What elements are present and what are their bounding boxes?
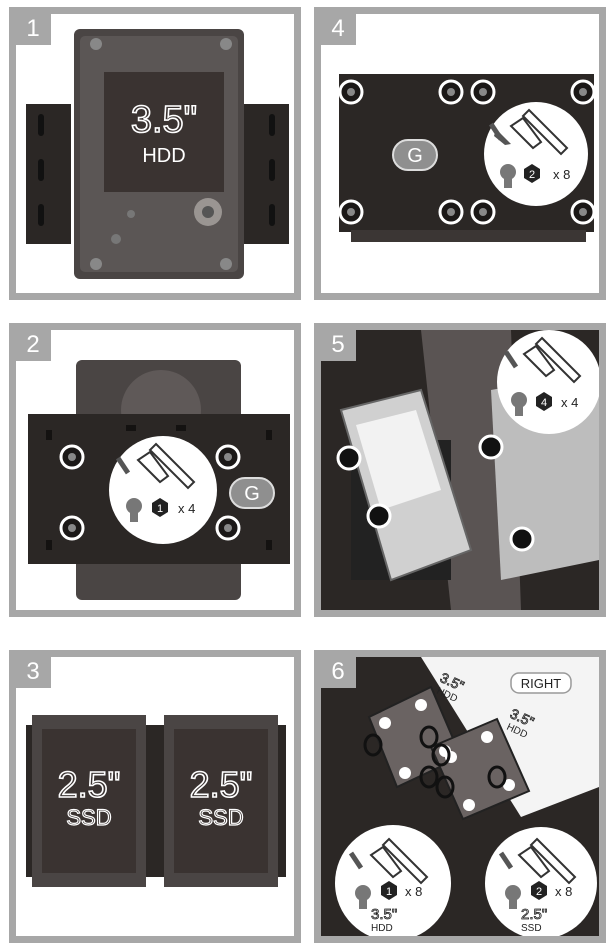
case-install-illustration: 4 x 4 bbox=[321, 330, 599, 610]
right-label-box bbox=[510, 672, 572, 694]
ssd-right-size: 2.5" bbox=[190, 764, 253, 805]
callout-hdd-type: HDD bbox=[371, 923, 393, 934]
ssd-plate-right bbox=[429, 717, 531, 821]
screw-type-badge-hdd bbox=[381, 881, 397, 900]
screw-g-text: G bbox=[407, 145, 423, 167]
screw-icon-ssd bbox=[505, 885, 521, 909]
screw-markers bbox=[363, 725, 507, 799]
screw-type-badge-ssd bbox=[531, 881, 547, 900]
screwdriver-icon-ssd bbox=[498, 837, 577, 885]
screw-type-number-hdd: 1 bbox=[386, 886, 392, 898]
screw-icon bbox=[500, 164, 516, 188]
ssd-left-type: SSD bbox=[66, 805, 111, 830]
step-4-panel: 4 G 2 x bbox=[314, 7, 606, 300]
screw-type-number: 1 bbox=[157, 503, 163, 515]
screw-quantity-hdd: x 8 bbox=[405, 884, 422, 899]
step-5-number: 5 bbox=[321, 330, 356, 361]
callout-hdd-size: 3.5" bbox=[371, 906, 397, 923]
screw-type-number-ssd: 2 bbox=[536, 886, 542, 898]
screw-quantity: x 8 bbox=[553, 167, 570, 182]
hdd-illustration: 3.5" HDD bbox=[26, 29, 289, 279]
hdd-size-text: 3.5" bbox=[131, 99, 197, 141]
bracket-mount-illustration: G 1 x 4 bbox=[28, 360, 290, 600]
screw-g-text: G bbox=[244, 483, 260, 505]
ssd-right-type: SSD bbox=[198, 805, 243, 830]
step-3-panel: 3 2.5" SSD 2.5" SSD bbox=[9, 650, 301, 943]
ssd-illustration: 2.5" SSD 2.5" SSD bbox=[26, 715, 286, 887]
screw-type-number: 2 bbox=[529, 169, 535, 181]
screw-type-badge bbox=[152, 498, 168, 517]
tray-mount-illustration: RIGHT 3.5" HDD 3.5" HDD 1 bbox=[321, 657, 599, 936]
screw-g-badge bbox=[392, 139, 438, 171]
callout-ssd-type: SSD bbox=[521, 923, 542, 934]
screw-markers bbox=[336, 434, 535, 552]
right-rail bbox=[244, 104, 289, 244]
step-4-number: 4 bbox=[321, 14, 356, 45]
screw-g-badge bbox=[229, 477, 275, 509]
screw-icon bbox=[511, 392, 527, 416]
ssd-left-size: 2.5" bbox=[58, 764, 121, 805]
step-2-number: 2 bbox=[16, 330, 51, 361]
screw-icon-hdd bbox=[355, 885, 371, 909]
step-3-number: 3 bbox=[16, 657, 51, 688]
screwdriver-icon bbox=[488, 108, 569, 156]
step-1-number: 1 bbox=[16, 14, 51, 45]
screw-type-number: 4 bbox=[541, 397, 547, 409]
step-2-panel: 2 G 1 x 4 bbox=[9, 323, 301, 617]
screw-type-badge bbox=[524, 164, 540, 183]
bracket-bottom-illustration: G 2 x 8 bbox=[338, 74, 596, 242]
screwdriver-icon-hdd bbox=[348, 837, 429, 885]
step-6-panel: 6 RIGHT 3.5" HDD 3.5" HDD bbox=[314, 650, 606, 943]
screw-icon bbox=[126, 498, 142, 522]
hdd-label-box bbox=[104, 72, 224, 192]
callout-ssd-size: 2.5" bbox=[521, 906, 547, 923]
screw-quantity: x 4 bbox=[561, 395, 578, 410]
screw-quantity: x 4 bbox=[178, 501, 195, 516]
left-rail bbox=[26, 104, 71, 244]
step-5-panel: 5 4 x 4 bbox=[314, 323, 606, 617]
screwdriver-icon bbox=[503, 336, 582, 384]
tray-white-area bbox=[421, 657, 599, 817]
step-6-number: 6 bbox=[321, 657, 356, 688]
right-label: RIGHT bbox=[521, 676, 562, 691]
step-1-panel: 1 3.5" HDD bbox=[9, 7, 301, 300]
hdd-type-text: HDD bbox=[142, 145, 185, 167]
screw-quantity-ssd: x 8 bbox=[555, 884, 572, 899]
screw-type-badge bbox=[536, 392, 552, 411]
screwdriver-icon bbox=[115, 442, 196, 490]
